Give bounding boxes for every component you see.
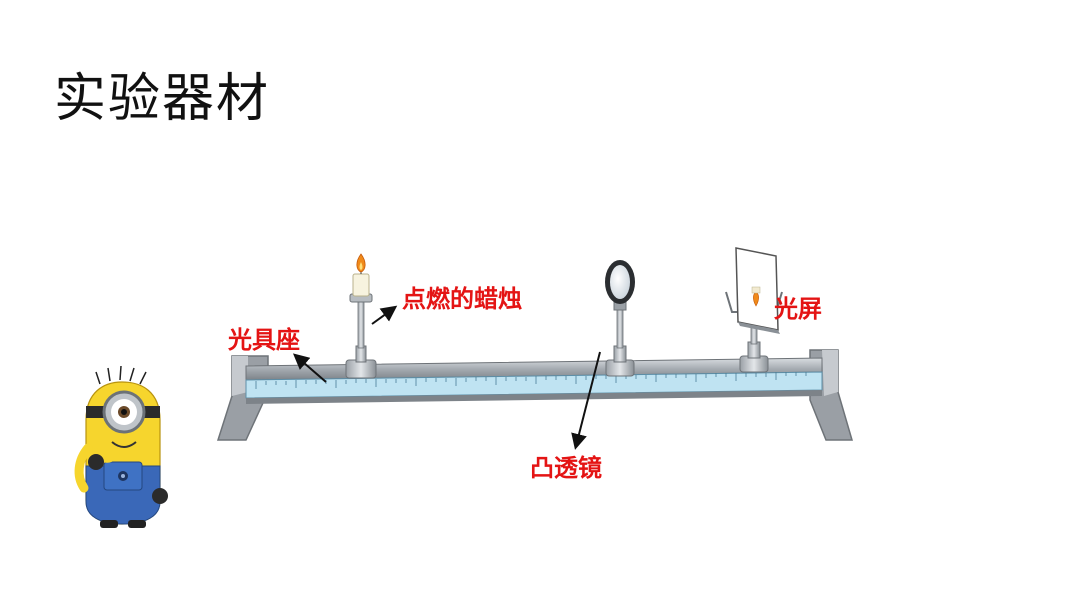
candle-label: 点燃的蜡烛 xyxy=(402,285,522,313)
bench-arrow xyxy=(292,353,327,383)
candle-arrow xyxy=(371,305,398,325)
minion-illustration xyxy=(74,365,168,528)
bench-label: 光具座 xyxy=(228,326,300,354)
ruler-ticks xyxy=(255,372,807,389)
convex-lens xyxy=(605,260,635,304)
lens-arrow xyxy=(571,351,601,450)
screen-label: 光屏 xyxy=(774,295,822,323)
slide-title: 实验器材 xyxy=(54,69,271,129)
lens-label: 凸透镜 xyxy=(530,454,602,482)
candle xyxy=(352,253,370,297)
optical-bench xyxy=(216,349,853,441)
light-screen xyxy=(735,247,780,334)
lens-holder xyxy=(605,299,635,377)
candle-holder xyxy=(345,293,377,379)
